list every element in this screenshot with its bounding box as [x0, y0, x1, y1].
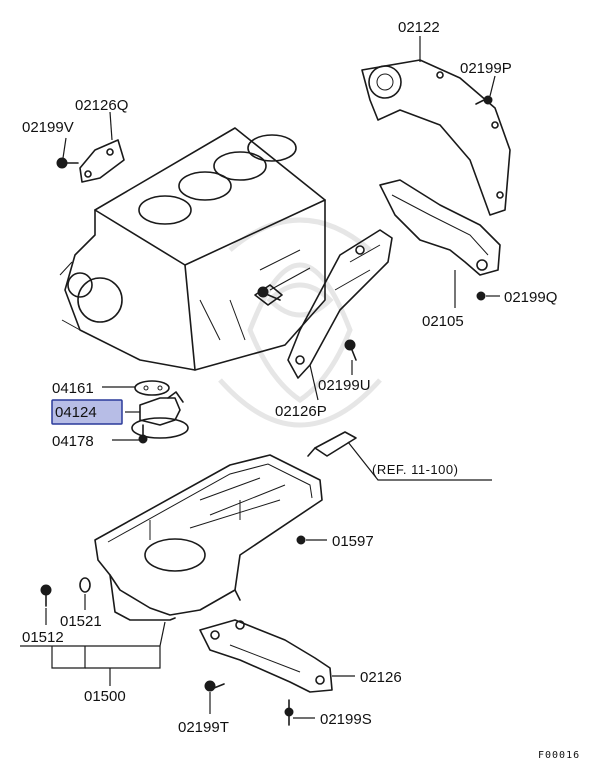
bolt-02199u-illustration	[344, 339, 357, 361]
bracket-02126q-illustration	[79, 139, 125, 183]
plate-02105-illustration	[379, 179, 501, 276]
oil-pan-01500-illustration	[94, 454, 323, 621]
label-02199v[interactable]: 02199V	[22, 119, 74, 136]
strainer-04124-illustration	[131, 391, 189, 439]
gasket-04161-illustration	[134, 380, 170, 396]
bolt-02199p-illustration	[475, 95, 493, 105]
label-02199s[interactable]: 02199S	[320, 711, 372, 728]
leader-lines	[20, 36, 500, 719]
watermark-emblem	[218, 217, 382, 428]
bolt-engine-illustration	[257, 286, 281, 301]
bracket-02126-illustration	[199, 619, 333, 693]
label-02105[interactable]: 02105	[422, 313, 464, 330]
label-04124[interactable]: 04124	[55, 404, 97, 421]
label-02199t[interactable]: 02199T	[178, 719, 229, 736]
label-01512[interactable]: 01512	[22, 629, 64, 646]
label-02199q[interactable]: 02199Q	[504, 289, 557, 306]
sealant-tube-illustration	[307, 431, 357, 457]
highlight-04124	[51, 399, 123, 425]
bolt-01597-illustration	[296, 535, 306, 545]
label-04161[interactable]: 04161	[52, 380, 94, 397]
bolt-02199q-illustration	[476, 291, 486, 301]
label-01597[interactable]: 01597	[332, 533, 374, 550]
gasket-01521-illustration	[79, 577, 91, 593]
bracket-02126p-illustration	[287, 229, 393, 379]
label-01500[interactable]: 01500	[84, 688, 126, 705]
engine-block-illustration	[59, 127, 326, 371]
figure-code: F00016	[538, 750, 580, 761]
label-02126p[interactable]: 02126P	[275, 403, 327, 420]
label-02126q[interactable]: 02126Q	[75, 97, 128, 114]
label-02126[interactable]: 02126	[360, 669, 402, 686]
rear-plate-02122-illustration	[361, 59, 511, 216]
bolt-02199t-illustration	[204, 680, 225, 692]
bolt-02199v-illustration	[56, 157, 79, 169]
bolt-02199s-illustration	[284, 699, 294, 726]
label-01521[interactable]: 01521	[60, 613, 102, 630]
label-02122[interactable]: 02122	[398, 19, 440, 36]
label-02199u[interactable]: 02199U	[318, 377, 371, 394]
plug-01512-illustration	[40, 584, 52, 607]
label-04178[interactable]: 04178	[52, 433, 94, 450]
label-02199p[interactable]: 02199P	[460, 60, 512, 77]
bolt-04178-illustration	[138, 424, 148, 444]
label-ref-11-100[interactable]: (REF. 11-100)	[372, 462, 458, 477]
